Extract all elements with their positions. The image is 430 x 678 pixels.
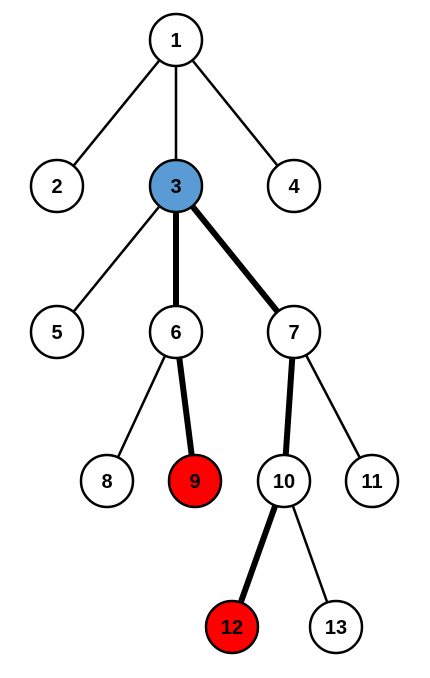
node-circle-9 <box>167 453 223 509</box>
node-circle-2 <box>29 158 85 214</box>
node-label-12: 12 <box>221 617 243 639</box>
tree-node-4[interactable]: 4 <box>266 158 322 214</box>
node-label-7: 7 <box>288 322 299 344</box>
node-label-10: 10 <box>273 471 295 493</box>
node-label-13: 13 <box>325 617 347 639</box>
edge-1-2 <box>56 39 177 187</box>
edges-layer <box>56 39 374 629</box>
node-circle-12 <box>204 599 260 655</box>
tree-node-2[interactable]: 2 <box>29 158 85 214</box>
node-circle-6 <box>148 304 204 360</box>
edge-6-8 <box>105 331 178 482</box>
node-label-2: 2 <box>51 176 62 198</box>
node-label-1: 1 <box>170 30 181 52</box>
tree-node-10[interactable]: 10 <box>256 453 312 509</box>
node-circle-5 <box>29 304 85 360</box>
node-circle-3 <box>148 158 204 214</box>
node-label-4: 4 <box>288 176 300 198</box>
tree-node-11[interactable]: 11 <box>344 453 400 509</box>
node-circle-13 <box>308 599 364 655</box>
edge-7-11 <box>292 331 374 482</box>
node-circle-8 <box>79 453 135 509</box>
tree-node-7[interactable]: 7 <box>266 304 322 360</box>
node-label-5: 5 <box>51 322 62 344</box>
tree-node-9[interactable]: 9 <box>167 453 223 509</box>
edge-1-4 <box>175 39 295 187</box>
tree-node-3[interactable]: 3 <box>148 158 204 214</box>
node-circle-10 <box>256 453 312 509</box>
node-circle-1 <box>148 12 204 68</box>
edge-3-7 <box>173 184 297 334</box>
node-label-3: 3 <box>170 176 181 198</box>
node-circle-7 <box>266 304 322 360</box>
tree-node-1[interactable]: 1 <box>148 12 204 68</box>
tree-node-6[interactable]: 6 <box>148 304 204 360</box>
node-label-9: 9 <box>189 471 200 493</box>
node-circle-11 <box>344 453 400 509</box>
tree-node-8[interactable]: 8 <box>79 453 135 509</box>
tree-node-5[interactable]: 5 <box>29 304 85 360</box>
node-label-6: 6 <box>170 322 181 344</box>
node-label-8: 8 <box>101 471 112 493</box>
node-label-11: 11 <box>361 471 382 493</box>
tree-node-12[interactable]: 12 <box>204 599 260 655</box>
edge-3-5 <box>56 185 177 333</box>
tree-node-13[interactable]: 13 <box>308 599 364 655</box>
node-circle-4 <box>266 158 322 214</box>
